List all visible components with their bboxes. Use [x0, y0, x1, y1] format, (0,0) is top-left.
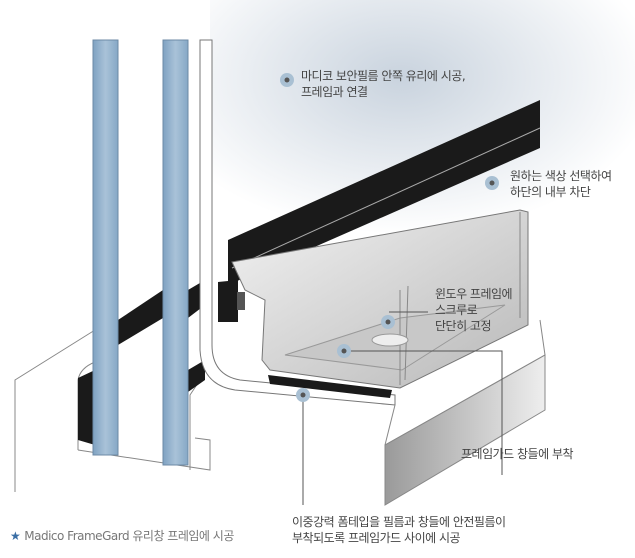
label-screw: 윈도우 프레임에 스크루로 단단히 고정 — [435, 287, 513, 333]
callout-dots — [280, 73, 499, 402]
glass-pane-outer — [92, 39, 119, 456]
foam-tape — [268, 375, 392, 398]
label-film-connect: 마디코 보안필름 안쪽 유리에 시공, 프레임과 연결 — [301, 69, 466, 99]
label-color-select: 원하는 색상 선택하여 하단의 내부 차단 — [510, 169, 612, 199]
seal-left — [78, 370, 95, 445]
label-attach: 프레임가드 창들에 부착 — [461, 447, 574, 461]
label-foam-tape: 이중강력 폼테입을 필름과 창들에 안전필름이 부착되도록 프레임가드 사이에 … — [292, 515, 506, 545]
window-frame-profile — [199, 39, 396, 406]
footnote: ★Madico FrameGard 유리창 프레임에 시공 — [10, 529, 234, 543]
spacer-top — [118, 290, 163, 345]
seal-strip — [228, 100, 540, 285]
star-icon: ★ — [10, 529, 21, 543]
screw-head — [371, 333, 409, 347]
framegard-channel — [231, 209, 529, 389]
leader-lines — [302, 311, 503, 505]
glass-pane-inner — [162, 39, 189, 466]
